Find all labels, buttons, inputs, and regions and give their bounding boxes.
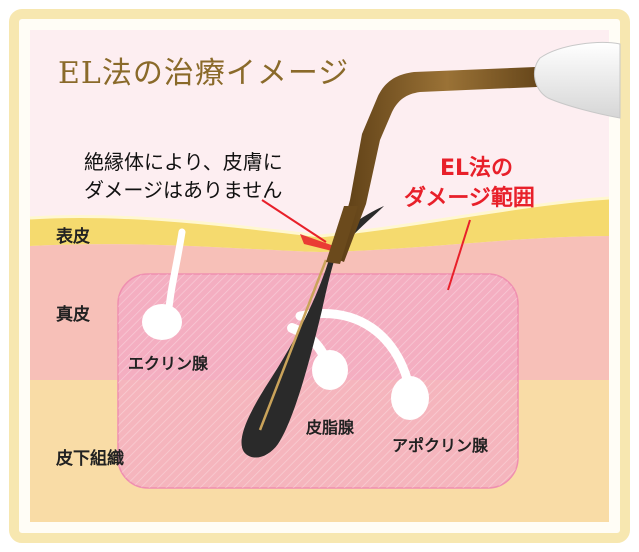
probe-tip <box>326 206 358 264</box>
damage-pointer-line <box>447 219 471 291</box>
sebaceous-gland <box>312 350 348 390</box>
probe-arm <box>334 66 560 262</box>
damage-label-line1: EL法の <box>440 156 514 181</box>
layer-label-dermis: 真皮 <box>56 305 90 325</box>
probe-handle <box>533 42 621 119</box>
apocrine-gland <box>391 376 429 420</box>
diagram-title: EL法の治療イメージ <box>58 56 350 91</box>
insulation-pointer-line <box>261 199 327 243</box>
insulation-note-line2: ダメージはありません <box>84 178 283 202</box>
gland-label-sebaceous: 皮脂腺 <box>306 418 355 437</box>
layer-label-epidermis: 表皮 <box>56 227 90 247</box>
insulation-note-line1: 絶縁体により、皮膚に <box>84 150 283 174</box>
layer-label-subcutaneous: 皮下組織 <box>56 449 124 469</box>
gland-label-eccrine: エクリン腺 <box>128 354 209 373</box>
damage-streak <box>300 234 336 252</box>
probe-needle <box>258 259 328 431</box>
epidermis-top-edge <box>29 196 610 238</box>
eccrine-gland <box>142 304 182 340</box>
gland-label-apocrine: アポクリン腺 <box>392 436 489 455</box>
damage-label-line2: ダメージ範囲 <box>404 186 535 211</box>
